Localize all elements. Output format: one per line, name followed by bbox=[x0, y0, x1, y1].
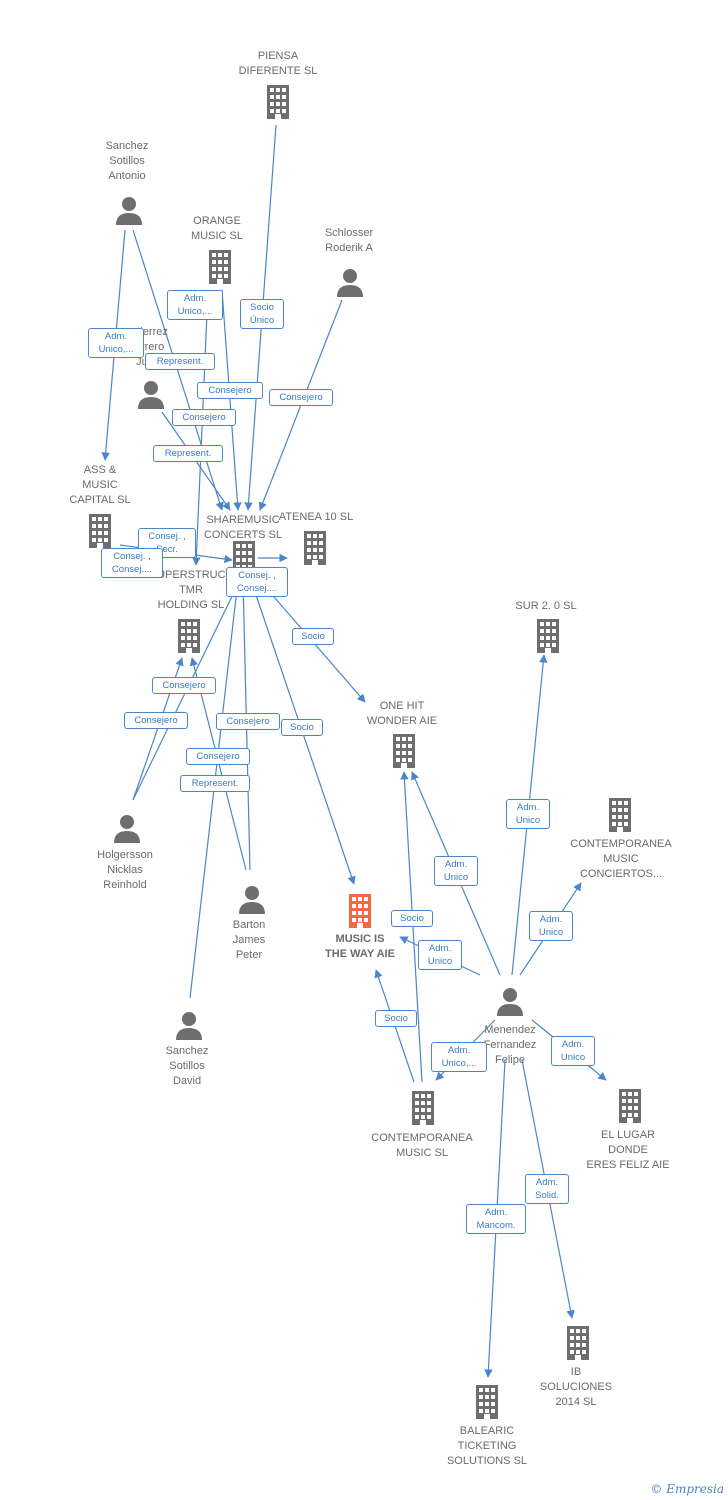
edge-label-consej-consej-ass[interactable]: Consej. , Consej.... bbox=[101, 548, 163, 578]
building-icon-ib[interactable] bbox=[567, 1326, 589, 1360]
edge-contsl-onehit bbox=[400, 771, 423, 1083]
edge-label-consejero-holgersson-2[interactable]: Consejero bbox=[124, 712, 188, 729]
edge-label-socio-piensa[interactable]: Socio Único bbox=[240, 299, 284, 329]
brand-name: Empresia bbox=[666, 1482, 724, 1496]
person-icon-sanchez-d[interactable] bbox=[176, 1012, 202, 1040]
edge-sharemusic-onehit bbox=[267, 589, 366, 703]
edge-label-socio-contsl-onehit[interactable]: Socio bbox=[391, 910, 433, 927]
edge-label-consejero-gutierrez[interactable]: Consejero bbox=[172, 409, 236, 426]
building-icon-sur2[interactable] bbox=[537, 619, 559, 653]
copyright-icon: © bbox=[650, 1482, 663, 1496]
edge-label-adm-contconc[interactable]: Adm. Unico bbox=[529, 911, 573, 941]
edge-label-represent-1[interactable]: Represent. bbox=[145, 353, 215, 370]
edge-label-consejero-holgersson-1[interactable]: Consejero bbox=[152, 677, 216, 694]
edge-label-socio-musicis[interactable]: Socio bbox=[281, 719, 323, 736]
edge-label-adm-mancom[interactable]: Adm. Mancom. bbox=[466, 1204, 526, 1234]
edge-label-consejero-barton[interactable]: Consejero bbox=[216, 713, 280, 730]
node-contemporanea-conciertos[interactable]: CONTEMPORANEA MUSIC CONCIERTOS... bbox=[570, 838, 672, 880]
person-icon-holgersson[interactable] bbox=[114, 815, 140, 843]
edge-orange-superstruct bbox=[192, 289, 209, 566]
node-sur2[interactable]: SUR 2. 0 SL bbox=[515, 600, 577, 612]
edge-label-adm-onehit[interactable]: Adm. Unico bbox=[434, 856, 478, 886]
node-atenea[interactable]: ATENEA 10 SL bbox=[278, 511, 354, 523]
node-sharemusic[interactable]: SHAREMUSIC CONCERTS SL bbox=[203, 514, 283, 541]
edge-label-consejero-schlosser[interactable]: Consejero bbox=[269, 389, 333, 406]
building-icon-contemp-sl[interactable] bbox=[412, 1091, 434, 1125]
edge-orange-sharemusic bbox=[221, 289, 242, 511]
building-icon-musicis[interactable] bbox=[349, 894, 371, 928]
edge-label-adm-sanchez[interactable]: Adm. Unico,... bbox=[88, 328, 144, 358]
building-icon-orange[interactable] bbox=[209, 250, 231, 284]
edge-label-consej-consej-sharemusic[interactable]: Consej. , Consej.... bbox=[226, 567, 288, 597]
node-contemporanea-sl[interactable]: CONTEMPORANEA MUSIC SL bbox=[371, 1132, 473, 1159]
edge-sharemusic-musicis bbox=[255, 594, 356, 885]
person-icon-schlosser[interactable] bbox=[337, 269, 363, 297]
node-schlosser[interactable]: Schlosser Roderik A bbox=[324, 227, 374, 254]
edge-label-socio-onehit[interactable]: Socio bbox=[292, 628, 334, 645]
node-balearic[interactable]: BALEARIC TICKETING SOLUTIONS SL bbox=[446, 1425, 528, 1467]
node-sanchez-david[interactable]: Sanchez Sotillos David bbox=[165, 1045, 209, 1087]
node-icons bbox=[89, 85, 641, 1419]
node-superstruct[interactable]: SUPERSTRUCT TMR HOLDING SL bbox=[149, 569, 233, 611]
edge-label-adm-sur[interactable]: Adm. Unico bbox=[506, 799, 550, 829]
edge-label-consejero-david[interactable]: Consejero bbox=[186, 748, 250, 765]
building-icon-atenea[interactable] bbox=[304, 531, 326, 565]
building-icon-piensa[interactable] bbox=[267, 85, 289, 119]
building-icon-superstruct[interactable] bbox=[178, 619, 200, 653]
edge-sanchez-a-sharemusic bbox=[132, 229, 224, 511]
building-icon-onehit[interactable] bbox=[393, 734, 415, 768]
node-sanchez-antonio[interactable]: Sanchez Sotillos Antonio bbox=[105, 140, 149, 182]
edge-label-adm-contsl[interactable]: Adm. Unico,... bbox=[431, 1042, 487, 1072]
node-music-is-the-way[interactable]: MUSIC IS THE WAY AIE bbox=[325, 933, 395, 960]
building-icon-contemp-conc[interactable] bbox=[609, 798, 631, 832]
person-icon-barton[interactable] bbox=[239, 886, 265, 914]
node-ass[interactable]: ASS & MUSIC CAPITAL SL bbox=[69, 464, 131, 506]
node-barton[interactable]: Barton James Peter bbox=[232, 919, 266, 961]
node-menendez[interactable]: Menendez Fernandez Felipe bbox=[483, 1024, 537, 1066]
person-icon-menendez[interactable] bbox=[497, 988, 523, 1016]
person-icon-sanchez-a[interactable] bbox=[116, 197, 142, 225]
node-piensa[interactable]: PIENSA DIFERENTE SL bbox=[238, 50, 318, 77]
building-icon-lugar[interactable] bbox=[619, 1089, 641, 1123]
edge-label-consejero-orange[interactable]: Consejero bbox=[197, 382, 263, 399]
node-orange[interactable]: ORANGE MUSIC SL bbox=[191, 215, 243, 242]
footer-brand[interactable]: © Empresia bbox=[650, 1482, 724, 1496]
building-icon-ass[interactable] bbox=[89, 514, 111, 548]
node-onehit[interactable]: ONE HIT WONDER AIE bbox=[366, 700, 438, 727]
edge-label-represent-3[interactable]: Represent. bbox=[180, 775, 250, 792]
edge-label-represent-2[interactable]: Represent. bbox=[153, 445, 223, 462]
edge-label-socio-contsl-musicis[interactable]: Socio bbox=[375, 1010, 417, 1027]
edge-label-adm-solid[interactable]: Adm. Solid. bbox=[525, 1174, 569, 1204]
node-el-lugar[interactable]: EL LUGAR DONDE ERES FELIZ AIE bbox=[586, 1129, 670, 1171]
node-holgersson[interactable]: Holgersson Nicklas Reinhold bbox=[97, 849, 153, 891]
edge-label-adm-lugar[interactable]: Adm. Unico bbox=[551, 1036, 595, 1066]
edge-label-adm-musicis[interactable]: Adm. Unico bbox=[418, 940, 462, 970]
node-ib[interactable]: IB SOLUCIONES 2014 SL bbox=[539, 1366, 613, 1408]
person-icon-gutierrez[interactable] bbox=[138, 381, 164, 409]
edge-label-adm-orange[interactable]: Adm. Unico,... bbox=[167, 290, 223, 320]
building-icon-balearic[interactable] bbox=[476, 1385, 498, 1419]
